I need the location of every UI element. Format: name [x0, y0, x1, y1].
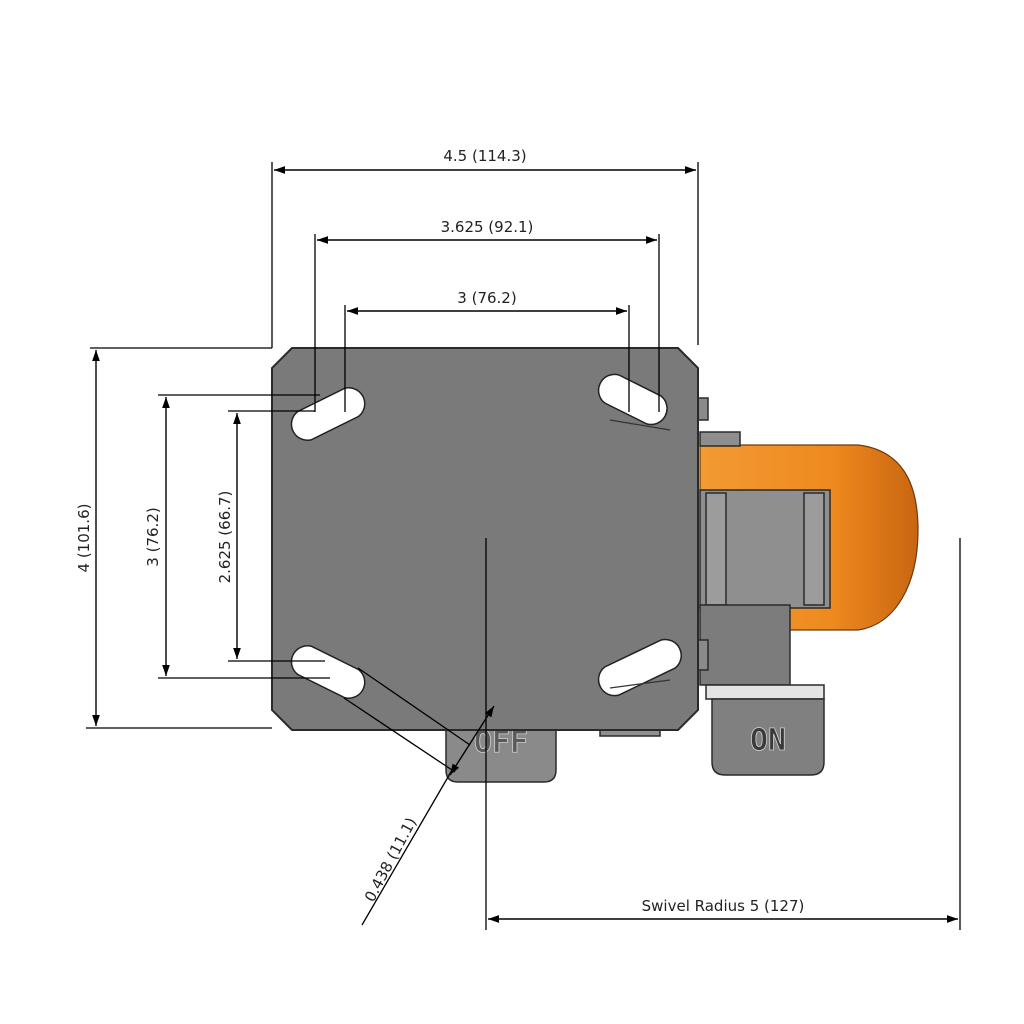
dim-hole-outer-span-label: 3.625 (92.1) — [441, 218, 534, 236]
brake-pedal-plate — [705, 684, 825, 700]
dim-line-slot-width — [449, 705, 495, 776]
brake-pedal-on — [711, 698, 825, 776]
bolt-slot-top-left — [290, 387, 366, 441]
dim-leader-slot-width — [361, 764, 456, 926]
brake-arm — [699, 604, 791, 686]
fork-top-tab — [699, 431, 741, 447]
slot-inner-line-bottom-right — [609, 679, 671, 689]
brake-on-label: ON — [750, 723, 786, 758]
dim-bolt-spacing-inner-label: 2.625 (66.7) — [216, 491, 234, 584]
bolt-slot-bottom-right — [597, 638, 682, 697]
bolt-slot-top-right — [597, 373, 668, 426]
dim-overall-width-label: 4.5 (114.3) — [443, 147, 526, 165]
fork-axle-plate-left — [705, 492, 727, 606]
plate-side-tab-bottom — [697, 639, 709, 671]
dim-hole-inner-span-label: 3 (76.2) — [457, 289, 516, 307]
dim-swivel-radius-label: Swivel Radius 5 (127) — [642, 897, 805, 915]
top-plate — [271, 347, 699, 731]
fork-axle-plate-right — [803, 492, 825, 606]
dim-bolt-spacing-outer-label: 3 (76.2) — [144, 507, 162, 566]
plate-side-tab-top — [697, 397, 709, 421]
dim-overall-length-label: 4 (101.6) — [75, 504, 93, 573]
ext-line-slot-lower — [343, 697, 456, 773]
dim-slot-width-label: 0.438 (11.1) — [361, 814, 420, 904]
slot-inner-line-top-right — [609, 419, 671, 431]
